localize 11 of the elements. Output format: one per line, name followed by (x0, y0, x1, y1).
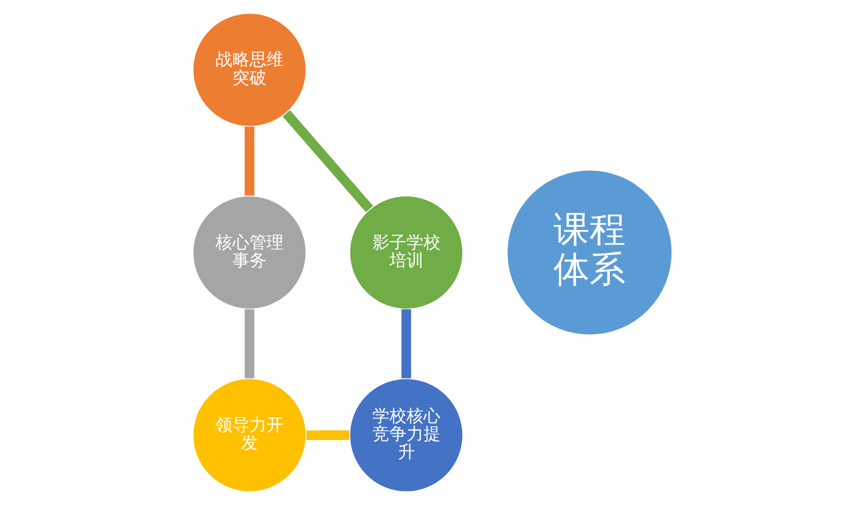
node-circle: 核心管理事务 (192, 195, 306, 310)
connector (282, 110, 373, 212)
node-circle: 影子学校培训 (348, 195, 464, 310)
node-circle: 课程体系 (506, 169, 672, 336)
node-circle: 领导力开发 (192, 378, 306, 492)
node-circle: 战略思维突破 (192, 12, 306, 128)
connector (400, 309, 411, 378)
node-circle: 学校核心竞争力提升 (348, 378, 464, 492)
connector (244, 309, 254, 378)
connector (244, 126, 254, 196)
connector (306, 430, 349, 440)
